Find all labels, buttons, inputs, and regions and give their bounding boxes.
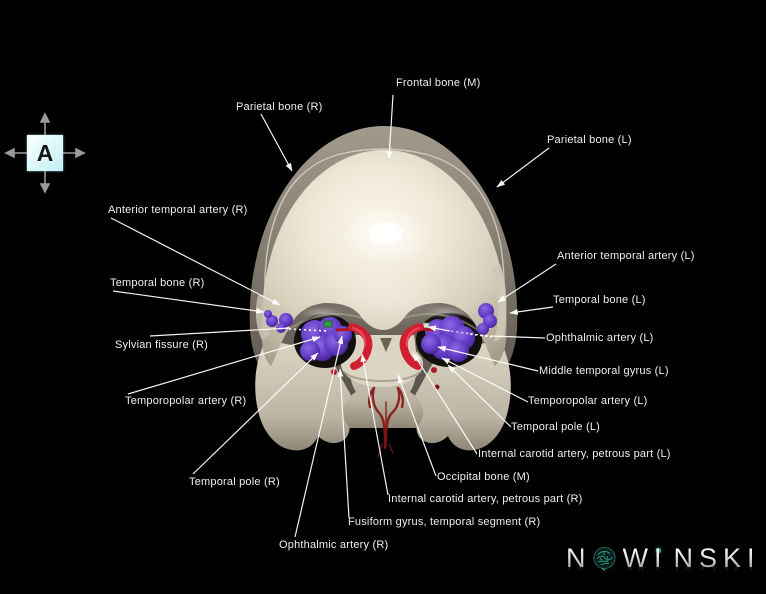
label-temporal-pole-l[interactable]: Temporal pole (L) (511, 421, 600, 433)
label-temporal-pole-r[interactable]: Temporal pole (R) (189, 476, 280, 488)
label-middle-temporal-gyrus-l[interactable]: Middle temporal gyrus (L) (539, 365, 669, 377)
leader-internal-carotid-petrous-l (412, 352, 478, 455)
leader-temporopolar-artery-l (441, 357, 529, 403)
leader-internal-carotid-petrous-r (360, 353, 389, 496)
leader-ophthalmic-artery-l-tip (427, 325, 451, 332)
label-frontal-bone-m[interactable]: Frontal bone (M) (396, 77, 481, 89)
logo-letter: I (747, 543, 755, 573)
right-temporal-bone-sliver (492, 264, 507, 342)
leader-parietal-bone-r (260, 113, 293, 172)
leader-temporal-bone-l (509, 306, 554, 315)
leader-temporopolar-artery-r (127, 336, 321, 395)
nowinski-logo: N W I N S K I (566, 545, 761, 572)
logo-letter: N (673, 543, 694, 573)
label-ophthalmic-artery-l[interactable]: Ophthalmic artery (L) (546, 332, 654, 344)
orientation-letter: A (36, 139, 54, 166)
coronal-suture (264, 148, 505, 311)
leader-occipital-bone-m (397, 374, 437, 477)
leader-anterior-temporal-artery-l (497, 263, 557, 303)
label-temporal-bone-l[interactable]: Temporal bone (L) (553, 294, 646, 306)
label-parietal-bone-l[interactable]: Parietal bone (L) (547, 134, 632, 146)
roi-marker-green (323, 320, 333, 328)
label-ophthalmic-artery-r[interactable]: Ophthalmic artery (R) (279, 539, 389, 551)
label-occipital-bone-m[interactable]: Occipital bone (M) (437, 471, 530, 483)
vertebral-arteries-mesh (368, 386, 404, 458)
label-parietal-bone-r[interactable]: Parietal bone (R) (236, 101, 323, 113)
logo-letter: I (653, 543, 662, 573)
leader-parietal-bone-l (496, 147, 550, 188)
leader-sylvian-fissure-r (149, 327, 291, 337)
orientation-axes-icon (4, 112, 86, 194)
label-internal-carotid-petrous-l[interactable]: Internal carotid artery, petrous part (L… (478, 448, 671, 460)
label-temporal-bone-r[interactable]: Temporal bone (R) (110, 277, 205, 289)
leader-middle-temporal-gyrus-l (437, 345, 539, 372)
logo-i-dot-icon (655, 548, 661, 553)
logo-letter: K (723, 543, 742, 573)
label-anterior-temporal-artery-r[interactable]: Anterior temporal artery (R) (108, 204, 248, 216)
label-temporopolar-artery-r[interactable]: Temporopolar artery (R) (125, 395, 247, 407)
right-temporal-base-mesh (414, 340, 511, 451)
logo-letter: S (699, 543, 718, 573)
label-anterior-temporal-artery-l[interactable]: Anterior temporal artery (L) (557, 250, 695, 262)
leader-temporal-pole-l (447, 364, 512, 428)
leader-temporal-bone-r (112, 290, 265, 314)
leader-ophthalmic-artery-l-dotted (449, 330, 489, 337)
leader-anterior-temporal-artery-r (110, 217, 281, 306)
leader-temporal-pole-r (192, 352, 319, 475)
glabella-notch (380, 338, 392, 352)
logo-letter: N (566, 543, 586, 573)
sylvian-fissure-dotted-right (288, 328, 329, 332)
label-fusiform-gyrus-temporal-r[interactable]: Fusiform gyrus, temporal segment (R) (348, 516, 541, 528)
leader-ophthalmic-artery-l-solid (489, 335, 546, 339)
logo-letter: W (622, 543, 648, 573)
brain-o-icon (592, 546, 617, 572)
skull-model (249, 126, 518, 458)
label-temporopolar-artery-l[interactable]: Temporopolar artery (L) (528, 395, 648, 407)
leader-ophthalmic-artery-r (294, 335, 344, 538)
logo-letter-i-dotted: I (654, 545, 668, 572)
label-sylvian-fissure-r[interactable]: Sylvian fissure (R) (115, 339, 209, 351)
orientation-letter-box: A (27, 135, 63, 171)
label-internal-carotid-petrous-r[interactable]: Internal carotid artery, petrous part (R… (388, 493, 583, 505)
leader-frontal-bone-m (386, 94, 394, 160)
internal-carotid-arteries-mesh (335, 323, 435, 370)
orientation-marker[interactable]: A (0, 105, 95, 200)
leader-fusiform-gyrus-temporal-r (337, 368, 350, 519)
